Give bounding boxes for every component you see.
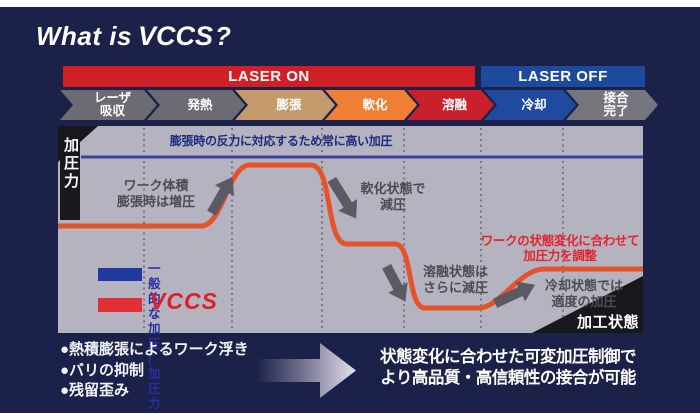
y-axis-label: 加圧力 [62,137,79,191]
annotation-expand-increase: ワーク体積 膨張時は増圧 [116,178,195,209]
annotation-melt-decrease: 溶融状態は さらに減圧 [422,264,488,295]
issue-item-lift: ●熱積膨張によるワーク浮き [60,341,249,358]
transition-arrow-shape [256,343,356,398]
pressure-chart: 加圧力 加工状態 膨張時の反力に対応するため常に高い加圧 ワーク体積 膨張時は増… [58,126,643,420]
result-statement: 状態変化に合わせた可変加圧制御で より高品質・高信頼性の接合が可能 [380,348,637,387]
transition-arrow [256,343,356,398]
title-prefix: What is [36,21,132,51]
legend-swatch-vccs [98,298,142,312]
process-stage-laser-absorb: レーザ 吸収 [60,90,157,120]
annotation-constant-high-pressure: 膨張時の反力に対応するため常に高い加圧 [169,134,393,148]
laser-off-bar: LASER OFF [481,66,645,87]
process-stage-soften: 軟化 [325,90,417,120]
legend-swatch-general [98,268,142,281]
bottom-white-strip [0,413,700,420]
issue-item-burr: ●バリの抑制 [60,361,145,379]
pressure-up-arrow-cool [492,281,535,308]
laser-on-bar: LASER ON [63,66,475,87]
title-brand: VCCS [137,21,213,51]
legend-label-vccs: VCCS [150,288,218,314]
laser-off-label: LASER OFF [518,68,608,85]
process-stage-heat: 発熱 [147,90,245,120]
x-axis-corner-triangle [532,276,643,333]
process-stage-complete: 接合 完了 [566,90,658,120]
pressure-down-arrow-soften [327,176,358,219]
pressure-down-arrow-melt [382,263,408,302]
pressure-chart-canvas [58,126,643,333]
pressure-up-arrow-expand [207,176,235,216]
process-stage-cool: 冷却 [484,90,576,120]
stage-separator-gridlines [143,128,564,331]
annotation-soften-decrease: 軟化状態で 減圧 [360,181,426,212]
issue-item-strain: ●残留歪み [60,382,130,399]
process-stage-melt: 溶融 [407,90,494,120]
issue-list: ●熱積膨張によるワーク浮き ●バリの抑制 ●残留歪み [60,340,249,402]
x-axis-label: 加工状態 [576,314,639,331]
top-white-strip [0,0,700,7]
laser-on-label: LASER ON [228,68,310,85]
title-question-mark: ? [214,21,232,51]
annotation-vccs-adjust: ワークの状態変化に合わせて 加圧力を調整 [480,234,640,263]
vccs-pressure-curve [58,162,643,311]
process-stage-expand: 膨張 [235,90,335,120]
annotation-cool-moderate: 冷却状態では 適度の加圧 [544,278,623,309]
y-axis-label-strip [60,134,80,220]
